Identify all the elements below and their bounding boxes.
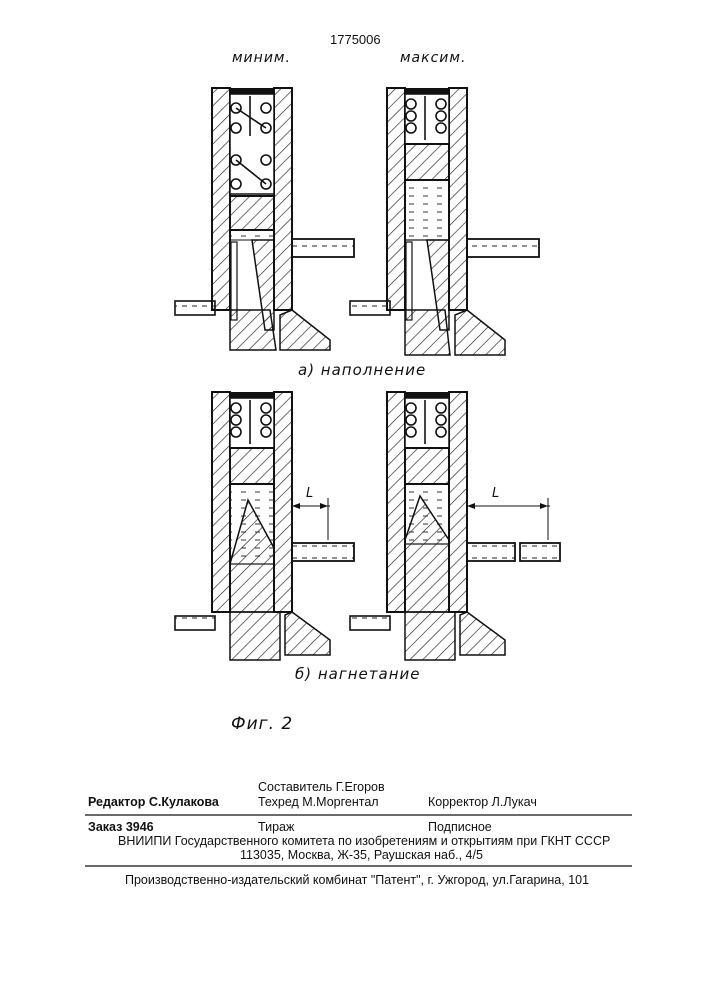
order-number: Заказ 3946 <box>88 820 154 834</box>
publisher-line: Производственно-издательский комбинат "П… <box>125 873 589 887</box>
circulation: Тираж <box>258 820 294 834</box>
address-line: 113035, Москва, Ж-35, Раушская наб., 4/5 <box>240 848 483 862</box>
compiler: Составитель Г.Егоров <box>258 780 385 794</box>
editor: Редактор С.Кулакова <box>88 795 219 809</box>
corrector: Корректор Л.Лукач <box>428 795 537 809</box>
subscription: Подписное <box>428 820 492 834</box>
techred: Техред М.Моргентал <box>258 795 379 809</box>
vniipi-line: ВНИИПИ Государственного комитета по изоб… <box>118 834 610 848</box>
